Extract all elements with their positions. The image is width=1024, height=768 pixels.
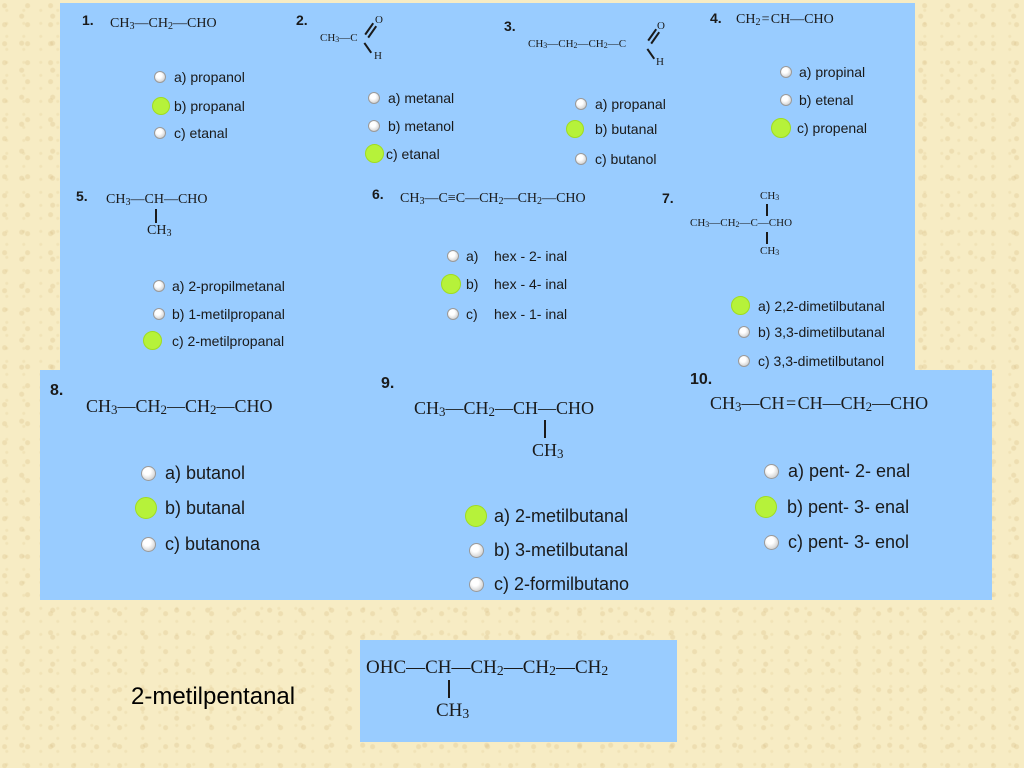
radio-button-selected[interactable] xyxy=(135,497,157,519)
radio-button-selected[interactable] xyxy=(771,118,791,138)
option-b[interactable]: b)hex - 4- inal xyxy=(441,274,567,294)
option-b[interactable]: b) pent- 3- enal xyxy=(755,496,909,518)
formula-q6: CH3—C≡C—CH2—CH2—CHO xyxy=(400,191,586,207)
radio-button[interactable] xyxy=(153,280,165,292)
formula-q5-ch3: CH3 xyxy=(147,223,172,239)
radio-button[interactable] xyxy=(153,308,165,320)
formula-q2: CH3—C xyxy=(320,32,358,45)
radio-button[interactable] xyxy=(469,543,484,558)
formula-answer-ch3: CH3 xyxy=(436,700,470,722)
vertical-bond xyxy=(155,209,157,223)
radio-button[interactable] xyxy=(738,355,750,367)
radio-button[interactable] xyxy=(368,92,380,104)
formula-q9-ch3: CH3 xyxy=(532,440,564,461)
option-a[interactable]: a) propanal xyxy=(575,96,666,112)
question-number: 5. xyxy=(76,188,88,204)
option-b[interactable]: b) butanal xyxy=(135,497,245,519)
top-question-panel xyxy=(60,3,915,370)
formula-q2-h: H xyxy=(374,50,382,62)
formula-q8: CH3—CH2—CH2—CHO xyxy=(86,396,273,417)
option-c[interactable]: c)hex - 1- inal xyxy=(447,306,567,322)
option-a[interactable]: a) butanol xyxy=(141,463,245,484)
formula-q1: CH3—CH2—CHO xyxy=(110,16,217,32)
question-number: 4. xyxy=(710,10,722,26)
option-a[interactable]: a) metanal xyxy=(368,90,454,106)
option-a[interactable]: a) propanol xyxy=(154,69,245,85)
formula-q7: CH3—CH2—C—CHO xyxy=(690,217,793,230)
vertical-bond xyxy=(544,420,546,438)
option-b[interactable]: b) etenal xyxy=(780,92,853,108)
formula-q5: CH3—CH—CHO xyxy=(106,192,208,208)
radio-button[interactable] xyxy=(141,466,156,481)
radio-button[interactable] xyxy=(738,326,750,338)
option-b[interactable]: b) 1-metilpropanal xyxy=(153,306,285,322)
radio-button-selected[interactable] xyxy=(441,274,461,294)
formula-q3-h: H xyxy=(656,56,664,68)
question-number: 2. xyxy=(296,12,308,28)
option-a[interactable]: a) 2,2-dimetilbutanal xyxy=(731,296,885,315)
radio-button[interactable] xyxy=(447,308,459,320)
formula-q10: CH3—CH = CH—CH2—CHO xyxy=(710,393,929,414)
option-a[interactable]: a) propinal xyxy=(780,64,865,80)
radio-button[interactable] xyxy=(154,127,166,139)
option-a[interactable]: a) pent- 2- enal xyxy=(764,461,910,482)
option-b[interactable]: b) butanal xyxy=(566,120,657,138)
option-c[interactable]: c) 2-metilpropanal xyxy=(143,331,284,350)
radio-button[interactable] xyxy=(764,535,779,550)
option-a[interactable]: a) 2-propilmetanal xyxy=(153,278,285,294)
option-c[interactable]: c) 3,3-dimetilbutanol xyxy=(738,353,884,369)
formula-q7-bottom: CH3 xyxy=(760,245,780,258)
option-c[interactable]: c) etanal xyxy=(154,125,228,141)
formula-q4: CH2 = CH—CHO xyxy=(736,12,834,28)
option-c[interactable]: c) 2-formilbutano xyxy=(469,574,629,595)
bottom-question-panel xyxy=(40,370,992,600)
formula-answer: OHC—CH—CH2—CH2—CH2 xyxy=(366,657,609,679)
radio-button[interactable] xyxy=(447,250,459,262)
answer-panel xyxy=(360,640,677,742)
radio-button-selected[interactable] xyxy=(755,496,777,518)
option-a[interactable]: a) 2-metilbutanal xyxy=(465,505,628,527)
question-number: 9. xyxy=(381,375,395,392)
question-number: 8. xyxy=(50,382,64,399)
radio-button-selected[interactable] xyxy=(566,120,584,138)
answer-text: 2-metilpentanal xyxy=(131,683,296,710)
vertical-bond xyxy=(766,232,768,244)
radio-button[interactable] xyxy=(368,120,380,132)
question-number: 10. xyxy=(690,371,713,388)
formula-q3: CH3—CH2—CH2—C xyxy=(528,38,627,51)
option-b[interactable]: b) metanol xyxy=(368,118,454,134)
formula-q3-o: O xyxy=(657,20,665,32)
question-number: 3. xyxy=(504,18,516,34)
question-number: 6. xyxy=(372,186,384,202)
option-b[interactable]: b) propanal xyxy=(152,97,245,115)
radio-button[interactable] xyxy=(154,71,166,83)
option-c[interactable]: c) propenal xyxy=(771,118,867,138)
radio-button[interactable] xyxy=(780,94,792,106)
option-c[interactable]: c) butanona xyxy=(141,534,260,555)
radio-button[interactable] xyxy=(780,66,792,78)
option-c[interactable]: c) etanal xyxy=(365,144,440,163)
option-a[interactable]: a)hex - 2- inal xyxy=(447,248,567,264)
option-b[interactable]: b) 3,3-dimetilbutanal xyxy=(738,324,885,340)
radio-button[interactable] xyxy=(575,153,587,165)
option-b[interactable]: b) 3-metilbutanal xyxy=(469,540,628,561)
radio-button[interactable] xyxy=(141,537,156,552)
radio-button[interactable] xyxy=(764,464,779,479)
radio-button-selected[interactable] xyxy=(465,505,487,527)
vertical-bond xyxy=(448,680,450,698)
radio-button[interactable] xyxy=(469,577,484,592)
option-c[interactable]: c) butanol xyxy=(575,151,656,167)
radio-button-selected[interactable] xyxy=(365,144,384,163)
radio-button-selected[interactable] xyxy=(731,296,750,315)
formula-q2-o: O xyxy=(375,14,383,26)
option-c[interactable]: c) pent- 3- enol xyxy=(764,532,909,553)
radio-button-selected[interactable] xyxy=(152,97,170,115)
vertical-bond xyxy=(766,204,768,216)
radio-button[interactable] xyxy=(575,98,587,110)
question-number: 7. xyxy=(662,190,674,206)
formula-q9: CH3—CH2—CH—CHO xyxy=(414,398,595,419)
question-number: 1. xyxy=(82,12,94,28)
radio-button-selected[interactable] xyxy=(143,331,162,350)
formula-q7-top: CH3 xyxy=(760,190,780,203)
